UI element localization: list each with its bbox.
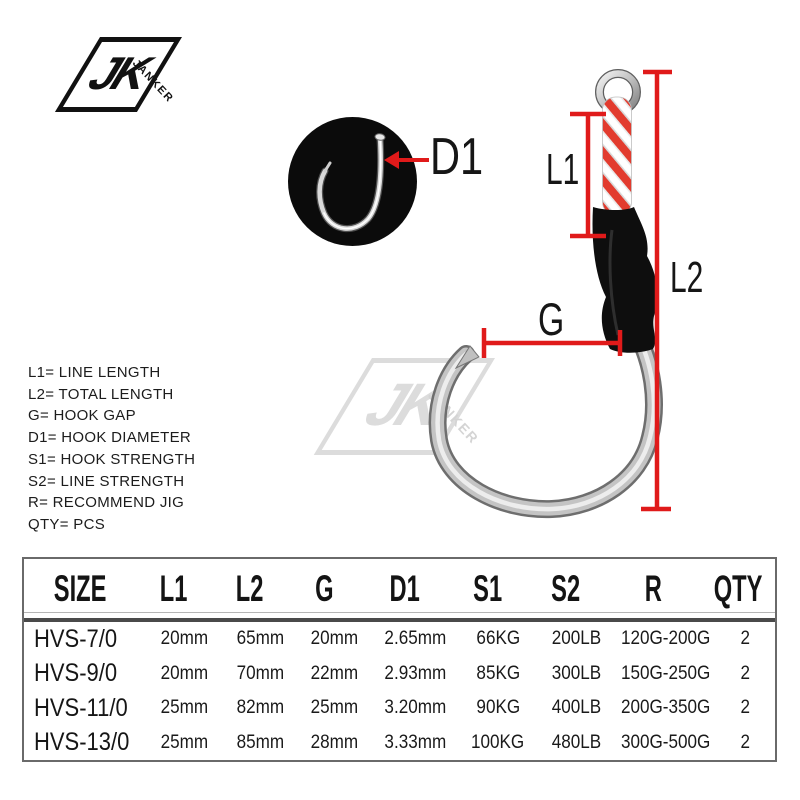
braided-line [602,96,632,216]
cell-s2: 480LB [551,731,601,753]
label-l2: L2 [670,253,704,302]
legend-line: L1= LINE LENGTH [28,364,161,381]
cell-s1: 66KG [476,628,520,650]
cell-r: 120G-200G [620,628,711,650]
cell-l1: 25mm [160,697,208,719]
legend-line: QTY= PCS [28,515,106,533]
table-row: HVS-7/0 20mm 65mm 20mm 2.65mm 66KG 200LB… [24,622,775,657]
cell-d1: 3.33mm [384,731,446,753]
cell-g: 25mm [310,697,358,719]
label-l1: L1 [546,145,580,194]
cell-s1: 85KG [476,662,520,684]
main-hook [428,323,663,519]
cell-r: 150G-250G [620,662,711,684]
legend-line: L2= TOTAL LENGTH [28,385,174,403]
header-separator [24,618,775,622]
col-header-g: G [314,568,334,609]
cell-qty: 2 [740,628,751,650]
col-header-r: R [644,568,662,609]
label-d1: D1 [430,128,484,186]
knot-tube [592,207,658,353]
legend: L1= LINE LENGTH L2= TOTAL LENGTH G= HOOK… [28,362,195,536]
cell-l2: 82mm [236,697,284,719]
cell-g: 22mm [310,662,358,684]
table-row: HVS-9/0 20mm 70mm 22mm 2.93mm 85KG 300LB… [24,657,775,692]
cell-qty: 2 [740,731,751,753]
label-g: G [538,294,565,345]
cell-l1: 25mm [160,731,208,753]
cell-s1: 100KG [471,731,525,753]
legend-line: D1= HOOK DIAMETER [28,429,192,447]
cell-l1: 20mm [160,628,208,650]
col-header-d1: D1 [389,568,421,609]
legend-line: G= HOOK GAP [28,407,136,425]
col-header-s1: S1 [473,568,503,609]
cell-s2: 300LB [551,662,601,684]
legend-line: R= RECOMMEND JIG [28,494,185,512]
cell-r: 200G-350G [620,697,711,719]
col-header-s2: S2 [551,568,581,609]
col-header-l2: L2 [236,568,264,609]
measurement-lines [384,69,672,512]
cell-s2: 400LB [551,697,601,719]
cell-qty: 2 [740,697,751,719]
cell-d1: 2.93mm [384,662,446,684]
cell-l2: 70mm [236,662,284,684]
table-row: HVS-11/0 25mm 82mm 25mm 3.20mm 90KG 400L… [24,691,775,726]
cell-l2: 65mm [236,628,284,650]
cell-d1: 2.65mm [384,628,446,650]
cell-g: 28mm [310,731,358,753]
cell-g: 20mm [310,628,358,650]
cell-size: HVS-11/0 [34,693,128,722]
hook-detail-drawing [316,133,386,232]
col-header-size: SIZE [53,568,107,609]
cell-d1: 3.20mm [384,697,446,719]
cell-s1: 90KG [476,697,520,719]
cell-r: 300G-500G [620,731,711,753]
col-header-qty: QTY [713,568,763,609]
hook-detail-inset [288,117,417,246]
table-header-row: SIZE L1 L2 G D1 S1 S2 R QTY [24,559,775,613]
spec-table: SIZE L1 L2 G D1 S1 S2 R QTY HVS-7/0 20mm… [22,557,777,762]
cell-l1: 20mm [160,662,208,684]
cell-qty: 2 [740,662,751,684]
cell-size: HVS-9/0 [34,659,118,688]
table-row: HVS-13/0 25mm 85mm 28mm 3.33mm 100KG 480… [24,726,775,761]
legend-line: S2= LINE STRENGTH [28,472,185,490]
cell-size: HVS-7/0 [34,624,118,653]
col-header-l1: L1 [160,568,188,609]
cell-l2: 85mm [236,731,284,753]
legend-line: S1= HOOK STRENGTH [28,450,196,468]
cell-s2: 200LB [551,628,601,650]
cell-size: HVS-13/0 [34,728,130,757]
